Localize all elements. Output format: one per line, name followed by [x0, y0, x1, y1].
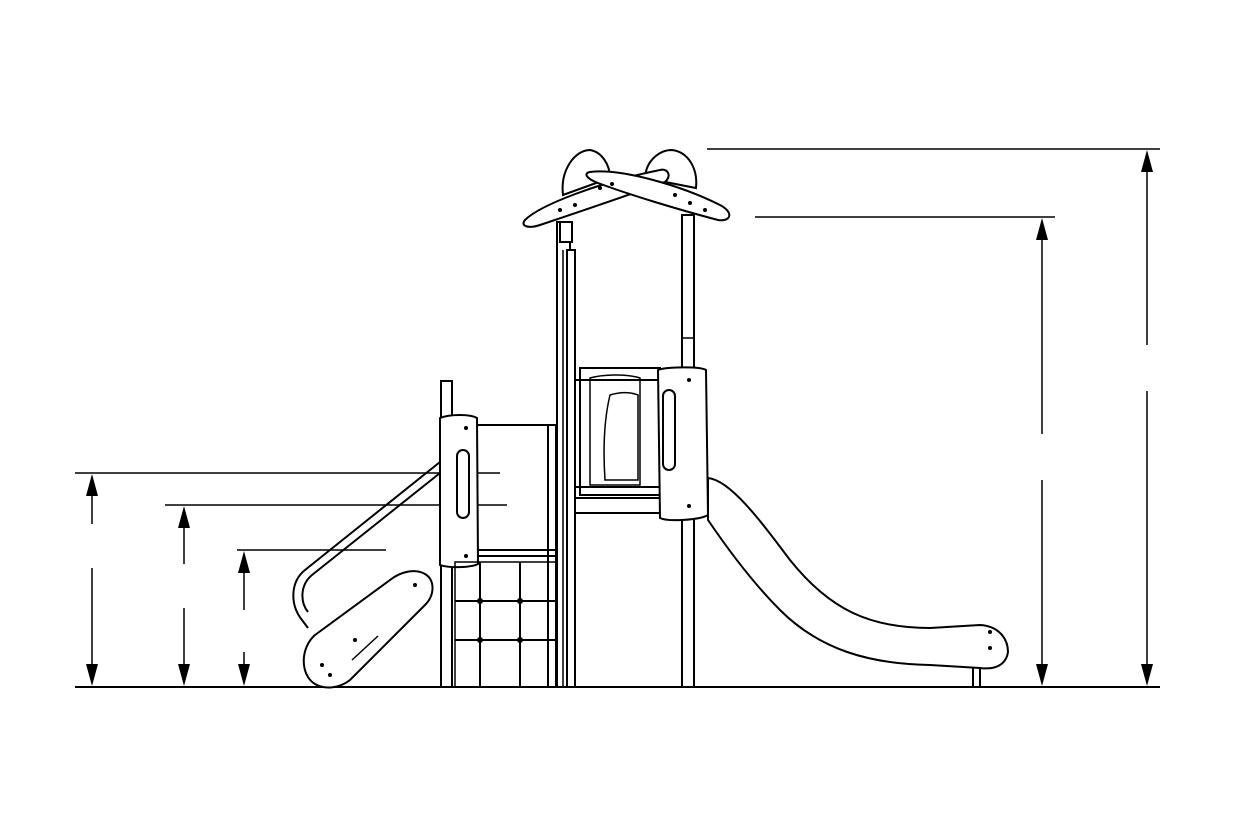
lower-deck: [439, 414, 557, 569]
dimension-900: [210, 549, 386, 686]
tower-panel: [575, 366, 710, 522]
step-panel: [302, 570, 434, 689]
dimension-3100: [755, 216, 1088, 686]
dimension-3560: [707, 148, 1196, 686]
net-climber: [454, 561, 558, 688]
roof: [522, 148, 731, 243]
stair-rail: [292, 461, 441, 629]
dimension-1410: [46, 472, 500, 686]
slide: [707, 476, 1010, 687]
